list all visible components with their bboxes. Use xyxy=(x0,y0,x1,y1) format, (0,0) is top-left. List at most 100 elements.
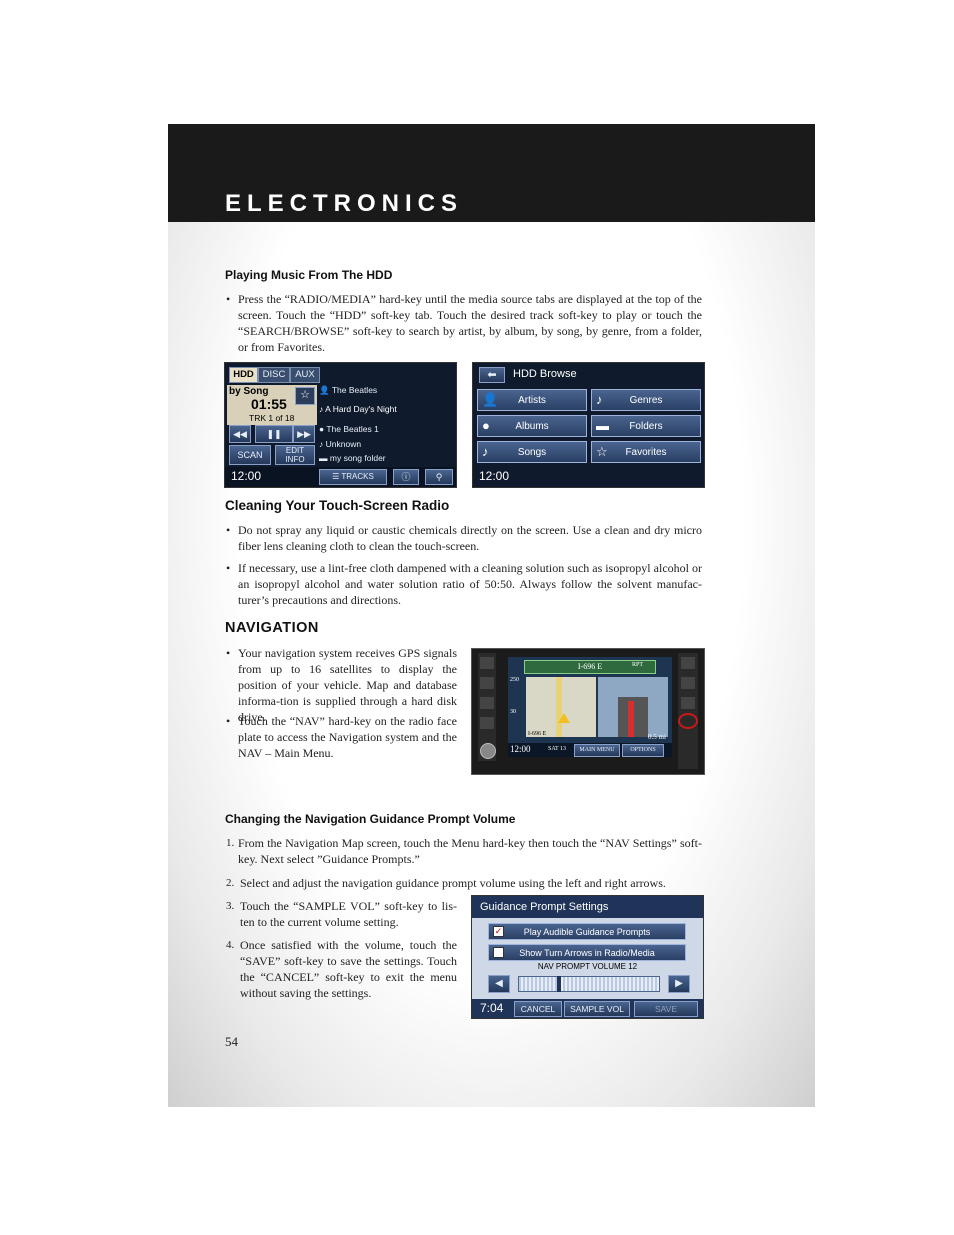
track-count: TRK 1 of 18 xyxy=(249,413,295,423)
track-label: Unknown xyxy=(325,439,362,449)
disc-icon: ● xyxy=(319,424,325,434)
options-button[interactable]: OPTIONS xyxy=(622,744,664,757)
track-item[interactable]: ▬ my song folder xyxy=(319,453,386,463)
step-number: 1. xyxy=(226,837,235,849)
volume-knob-icon[interactable] xyxy=(480,743,496,759)
volume-left-button[interactable]: ◀ xyxy=(488,975,510,993)
step-text: From the Navigation Map screen, touch th… xyxy=(238,836,702,866)
tab-hdd[interactable]: HDD xyxy=(229,367,258,383)
section-title: ELECTRONICS xyxy=(225,190,464,217)
track-label: The Beatles xyxy=(331,385,378,395)
show-turn-arrows-option[interactable]: Show Turn Arrows in Radio/Media xyxy=(488,944,686,961)
volume-right-button[interactable]: ▶ xyxy=(668,975,690,993)
clock: 12:00 xyxy=(231,469,262,483)
music-note-icon: ♪ xyxy=(482,444,489,459)
track-item[interactable]: 👤 The Beatles xyxy=(319,385,377,396)
track-label: The Beatles 1 xyxy=(326,424,379,434)
browse-songs[interactable]: ♪ Songs xyxy=(477,441,587,463)
save-button[interactable]: SAVE xyxy=(634,1001,698,1017)
cleaning-paragraph-2: If necessary, use a lint-free cloth damp… xyxy=(238,561,702,607)
left-arrow-icon: ◀ xyxy=(495,978,503,989)
option-label: Show Turn Arrows in Radio/Media xyxy=(519,947,655,958)
music-note-icon: ♪ xyxy=(319,404,324,414)
nav-bottom-bar: 12:00 SAT 13 MAIN MENU OPTIONS xyxy=(508,743,672,757)
cancel-button[interactable]: CANCEL xyxy=(514,1001,562,1017)
navigation-paragraph-1: Your navigation system receives GPS sign… xyxy=(238,646,457,724)
cleaning-paragraph-1: Do not spray any liquid or caustic chemi… xyxy=(238,523,702,553)
section-header-bar xyxy=(168,124,815,222)
browse-label: Genres xyxy=(629,394,663,406)
step-text: Select and adjust the navigation guidanc… xyxy=(240,876,666,890)
browse-albums[interactable]: ●Albums xyxy=(477,415,587,437)
map-scale-bottom: 30 xyxy=(510,709,516,715)
edit-info-button[interactable]: EDIT INFO xyxy=(275,445,315,465)
bullet-marker: • xyxy=(226,523,231,537)
scan-button[interactable]: SCAN xyxy=(229,445,271,465)
nav-hardkey-highlight[interactable] xyxy=(678,713,698,729)
guidance-title: Guidance Prompt Settings xyxy=(480,901,609,913)
browse-folders[interactable]: ▬Folders xyxy=(591,415,701,437)
checkbox-checked-icon[interactable]: ✓ xyxy=(493,926,504,937)
distance-readout: 0.5 mi xyxy=(648,733,666,741)
hdd-heading: Playing Music From The HDD xyxy=(225,268,393,282)
track-label: A Hard Day's Night xyxy=(325,404,397,414)
info-button[interactable]: ⓘ xyxy=(393,469,419,485)
browse-label: Favorites xyxy=(625,446,667,458)
left-hardkey-column xyxy=(478,653,496,761)
browse-label: Songs xyxy=(517,446,547,458)
navigation-heading: NAVIGATION xyxy=(225,620,319,636)
browse-favorites[interactable]: ☆ Favorites xyxy=(591,441,701,463)
browse-label: Folders xyxy=(629,420,663,432)
favorite-star-icon[interactable]: ☆ xyxy=(295,387,315,405)
vehicle-arrow-icon xyxy=(558,713,570,723)
rewind-icon: ◀◀ xyxy=(233,429,247,439)
person-icon: 👤 xyxy=(319,385,330,395)
guidance-title-bar xyxy=(472,896,703,918)
browse-genres[interactable]: ♪Genres xyxy=(591,389,701,411)
tab-disc[interactable]: DISC xyxy=(258,367,290,383)
rewind-button[interactable]: ◀◀ xyxy=(229,425,251,443)
list-icon: ☰ xyxy=(332,472,340,481)
folder-icon: ▬ xyxy=(319,453,328,463)
bullet-marker: • xyxy=(226,561,231,575)
pause-icon: ❚❚ xyxy=(266,429,282,439)
step-number: 2. xyxy=(226,877,235,889)
star-icon: ☆ xyxy=(596,444,608,459)
volume-slider[interactable] xyxy=(518,976,660,992)
map-view[interactable] xyxy=(526,677,596,737)
bullet-marker: • xyxy=(226,292,231,306)
sample-vol-button[interactable]: SAMPLE VOL xyxy=(564,1001,630,1017)
browse-title: HDD Browse xyxy=(513,368,577,380)
volume-label: NAV PROMPT VOLUME 12 xyxy=(537,962,638,971)
checkbox-unchecked-icon[interactable] xyxy=(493,947,504,958)
browse-label: Albums xyxy=(515,420,549,432)
browse-artists[interactable]: 👤Artists xyxy=(477,389,587,411)
search-icon: ⚲ xyxy=(435,472,443,482)
fast-forward-button[interactable]: ▶▶ xyxy=(293,425,315,443)
tracks-label: TRACKS xyxy=(341,472,374,481)
track-label: my song folder xyxy=(329,453,386,463)
tab-aux[interactable]: AUX xyxy=(290,367,320,383)
map-scale-top: 250 xyxy=(510,677,519,683)
bullet-marker: • xyxy=(226,714,231,728)
now-playing-panel: by Song 01:55 TRK 1 of 18 ☆ xyxy=(227,385,317,425)
track-item[interactable]: ♪ Unknown xyxy=(319,439,361,449)
search-button[interactable]: ⚲ xyxy=(425,469,453,485)
play-prompts-option[interactable]: ✓ Play Audible Guidance Prompts xyxy=(488,923,686,940)
step-number: 4. xyxy=(226,939,235,951)
guidance-settings-screen: Guidance Prompt Settings ✓ Play Audible … xyxy=(471,895,704,1019)
main-menu-button[interactable]: MAIN MENU xyxy=(574,744,620,757)
clock: 12:00 xyxy=(510,744,531,754)
repeat-button[interactable]: RPT xyxy=(632,662,644,668)
volume-slider-thumb[interactable] xyxy=(557,976,561,992)
volume-heading: Changing the Navigation Guidance Prompt … xyxy=(225,812,516,826)
track-item[interactable]: ● The Beatles 1 xyxy=(319,424,379,434)
junction-view xyxy=(598,677,668,737)
clock: 7:04 xyxy=(480,1001,504,1015)
track-item[interactable]: ♪ A Hard Day's Night xyxy=(319,404,397,414)
back-button[interactable]: ⬅ xyxy=(479,367,505,383)
pause-button[interactable]: ❚❚ xyxy=(255,425,293,443)
tracks-button[interactable]: ☰ TRACKS xyxy=(319,469,387,485)
nav-screen: I-696 E RPT 250 30 I-696 E 0.5 mi 12:00 … xyxy=(508,657,672,757)
info-icon: ⓘ xyxy=(401,472,411,482)
